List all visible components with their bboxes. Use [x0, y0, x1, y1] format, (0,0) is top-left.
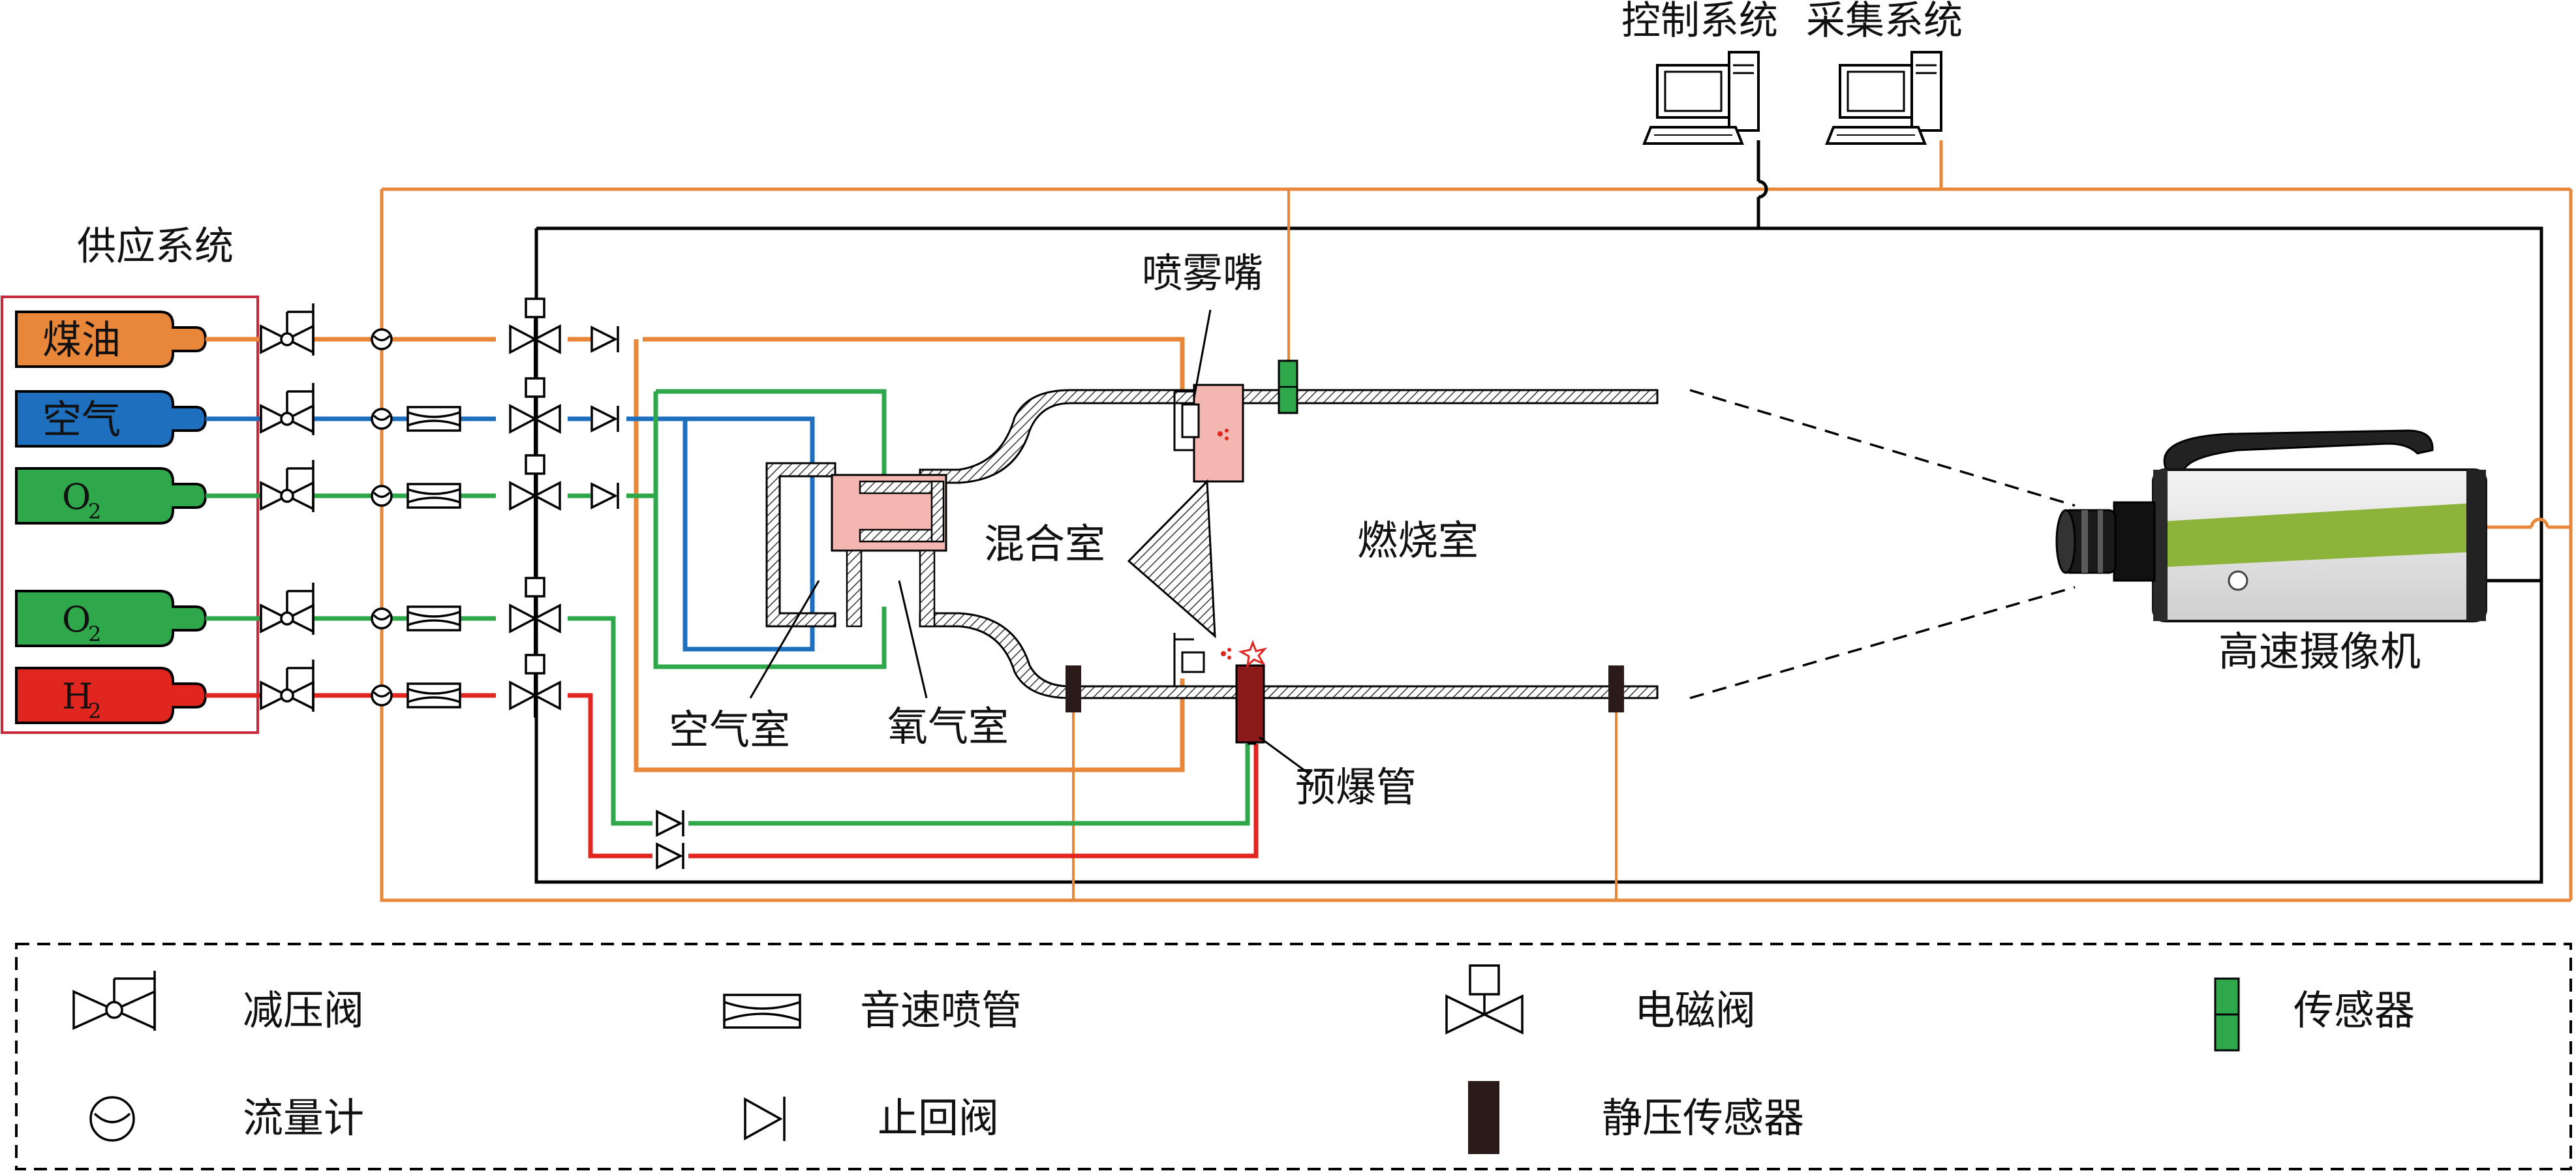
atomizer-label: 喷雾嘴 [1142, 249, 1263, 297]
legend-check-valve-label: 止回阀 [878, 1094, 999, 1142]
air-chamber-label: 空气室 [669, 706, 790, 754]
legend-sensor-label: 传感器 [2293, 986, 2415, 1034]
solenoid-valves [509, 297, 561, 710]
high-speed-camera-label: 高速摄像机 [2218, 628, 2421, 675]
legend-sonic-nozzle-icon [723, 994, 801, 1029]
legend-solenoid-valve-icon [1445, 964, 1524, 1035]
legend-static-pressure-sensor-icon [1468, 1081, 1499, 1154]
sonic-nozzles [406, 406, 461, 708]
cylinder-label: 煤油 [42, 318, 121, 363]
static-pressure-sensor-icon [1066, 665, 1081, 712]
combustor [765, 384, 1659, 699]
legend-flowmeter-label: 流量计 [243, 1094, 364, 1142]
static-pressure-sensor-icon [1608, 665, 1624, 712]
cylinder-oxygen-2: O 2 [15, 590, 207, 647]
cylinder-subscript: 2 [88, 699, 101, 724]
flowmeters [371, 328, 393, 707]
acquisition-computer-icon [1825, 51, 1942, 145]
cylinder-hydrogen: H 2 [15, 667, 207, 724]
cylinder-label: O [62, 599, 91, 640]
cylinder-subscript: 2 [88, 499, 101, 524]
spark-icon [1238, 639, 1268, 668]
cylinder-air: 空气 [15, 390, 207, 448]
acquisition-system-label: 采集系统 [1806, 0, 1963, 44]
feed-lines [206, 337, 1259, 859]
legend-sonic-nozzle-label: 音速喷管 [860, 986, 1022, 1034]
pre-detonation-tube-label: 预爆管 [1295, 763, 1417, 811]
supply-system-box [1, 296, 259, 734]
oxygen-chamber-label: 氧气室 [887, 703, 1009, 750]
check-valves [590, 326, 684, 870]
legend-flowmeter-icon [89, 1096, 135, 1142]
legend: 减压阀 音速喷管 电磁阀 传感器 流量计 止回阀 静压传感器 [15, 943, 2572, 1170]
high-speed-camera-icon [2055, 429, 2487, 622]
combustion-chamber-label: 燃烧室 [1357, 517, 1479, 564]
cylinder-subscript: 2 [88, 622, 101, 647]
cylinder-label: 空气 [42, 397, 121, 443]
control-system-label: 控制系统 [1621, 0, 1778, 44]
legend-pressure-reducing-valve-icon [72, 971, 156, 1031]
control-computer-icon [1642, 51, 1760, 145]
legend-solenoid-valve-label: 电磁阀 [1634, 986, 1756, 1034]
supply-system-label: 供应系统 [77, 224, 234, 269]
mixing-chamber-label: 混合室 [984, 520, 1105, 568]
cylinder-kerosene: 煤油 [15, 311, 207, 368]
legend-static-pressure-sensor-label: 静压传感器 [1602, 1094, 1804, 1142]
cylinder-label: H [62, 676, 93, 717]
legend-check-valve-icon [744, 1097, 786, 1141]
cylinder-oxygen-1: O 2 [15, 467, 207, 525]
cylinder-label: O [62, 476, 91, 517]
pressure-reducing-valves [260, 303, 314, 712]
legend-pressure-reducing-valve-label: 减压阀 [243, 986, 364, 1034]
pre-detonation-tube [1235, 664, 1265, 744]
